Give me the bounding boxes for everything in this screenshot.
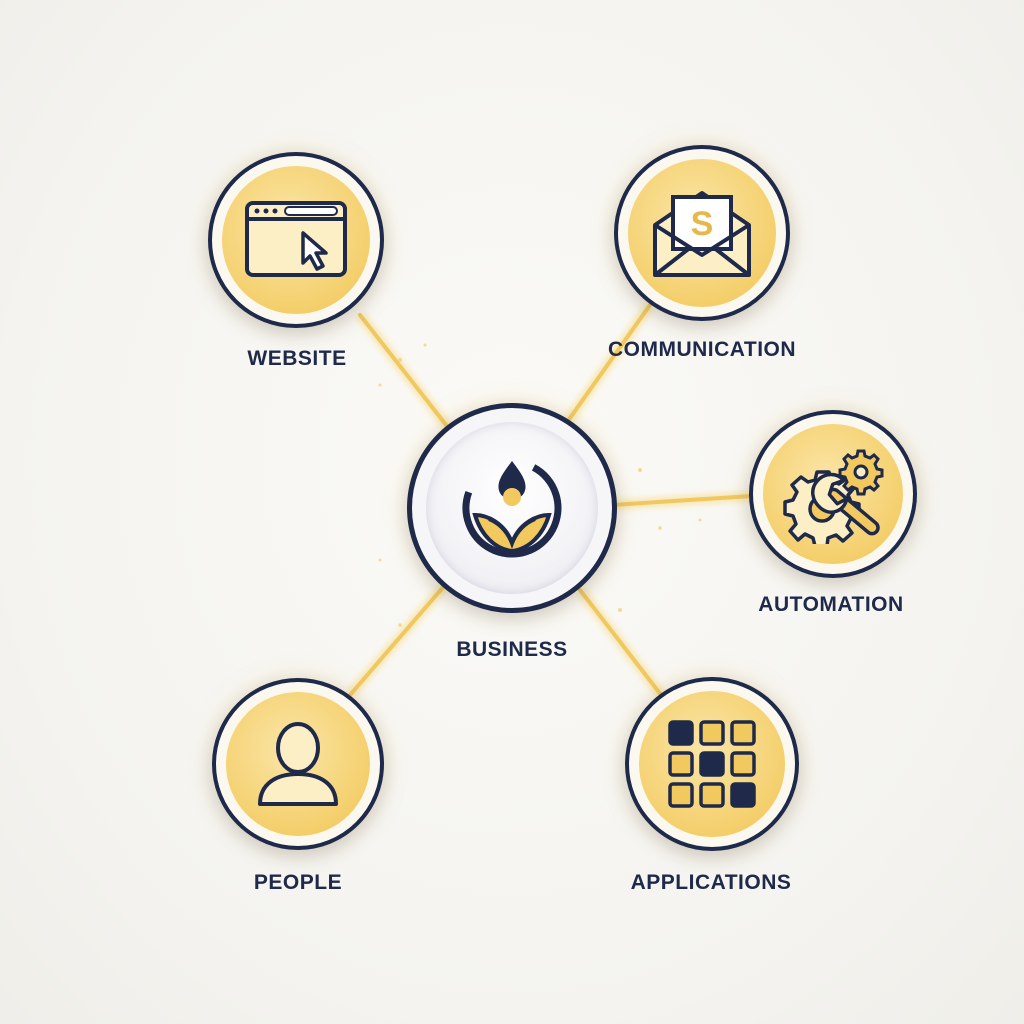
svg-text:S: S: [691, 205, 714, 243]
connector-applications: [578, 588, 667, 702]
applications-node-inner: [639, 691, 785, 837]
people-node-inner: [226, 692, 370, 836]
automation-node-inner: [763, 424, 903, 564]
communication-node-inner: S: [628, 159, 776, 307]
business-label: BUSINESS: [456, 638, 568, 661]
automation-label: AUTOMATION: [758, 593, 904, 616]
business-logo-icon: [462, 458, 562, 558]
business-node-inner: [426, 422, 598, 594]
people-label: PEOPLE: [253, 871, 343, 894]
applications-label: APPLICATIONS: [630, 871, 792, 894]
website-label: WEBSITE: [247, 347, 347, 370]
website-node-inner: [222, 166, 370, 314]
people-node[interactable]: [212, 678, 384, 850]
browser-window-icon: [245, 201, 347, 277]
connector-communication: [563, 303, 652, 427]
website-node[interactable]: [208, 152, 384, 328]
connector-automation: [610, 494, 754, 507]
communication-label: COMMUNICATION: [607, 338, 797, 361]
gear-wrench-icon: [783, 449, 884, 544]
connector-people: [348, 583, 447, 697]
communication-node[interactable]: S: [614, 145, 790, 321]
automation-node[interactable]: [749, 410, 917, 578]
person-icon: [258, 722, 338, 806]
connector-website: [358, 313, 452, 432]
app-grid-icon: [668, 720, 756, 808]
applications-node[interactable]: [625, 677, 799, 851]
envelope-dollar-icon: S: [653, 191, 751, 277]
business-node[interactable]: [407, 403, 617, 613]
